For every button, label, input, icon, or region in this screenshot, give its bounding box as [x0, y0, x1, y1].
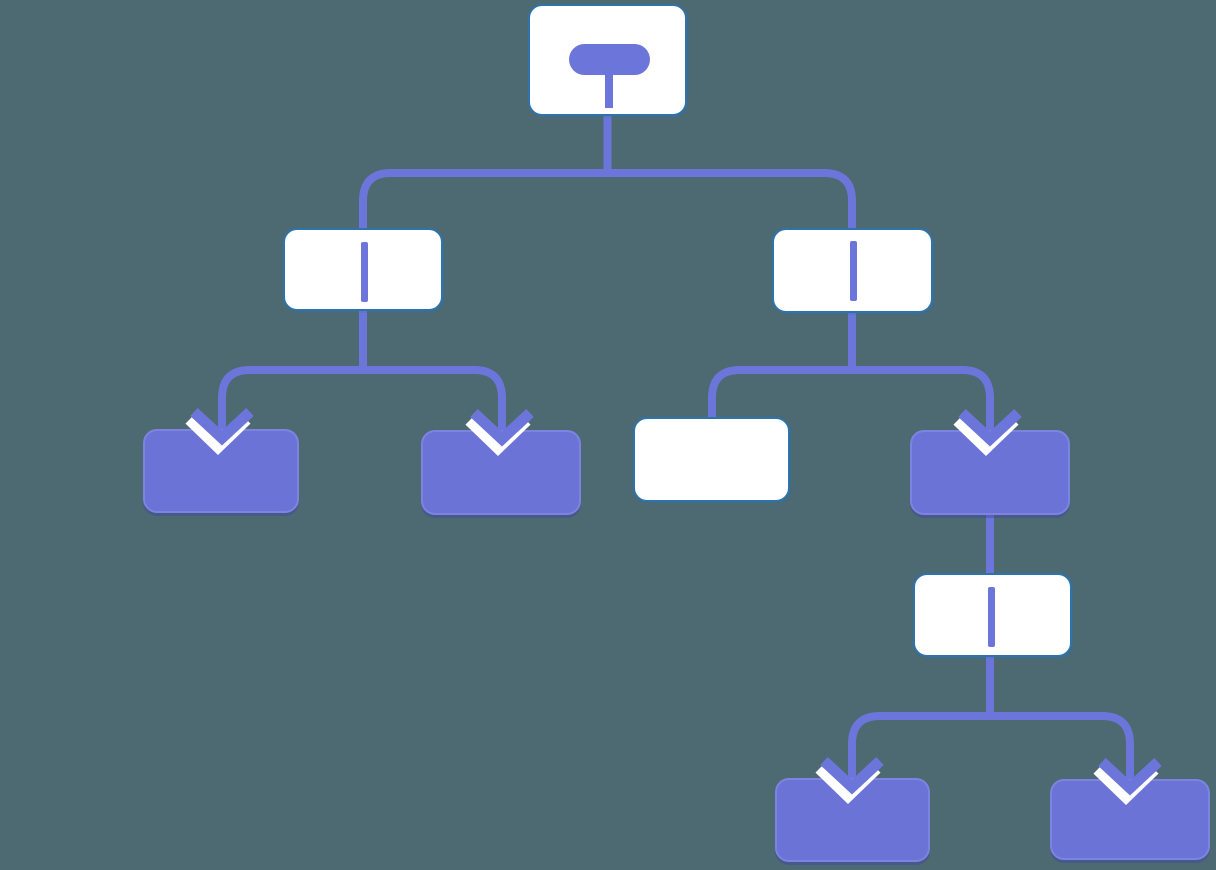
- node-leaf-4[interactable]: [910, 430, 1070, 515]
- node-leaf-6[interactable]: [1050, 779, 1210, 860]
- node-branch-left[interactable]: [283, 228, 443, 311]
- node-leaf-1[interactable]: [143, 429, 299, 513]
- node-root[interactable]: [528, 4, 687, 116]
- text-cursor-placeholder: [850, 241, 857, 301]
- title-placeholder-pill: [569, 44, 650, 75]
- node-leaf-5[interactable]: [775, 778, 930, 862]
- text-cursor-placeholder: [361, 242, 368, 302]
- node-branch-right[interactable]: [772, 228, 933, 313]
- node-subtopic[interactable]: [913, 573, 1072, 657]
- edge-root-span: [359, 169, 856, 232]
- text-cursor-placeholder: [988, 587, 995, 647]
- node-leaf-2[interactable]: [421, 430, 581, 515]
- node-leaf-3[interactable]: [633, 417, 790, 502]
- pill-stem: [605, 75, 613, 108]
